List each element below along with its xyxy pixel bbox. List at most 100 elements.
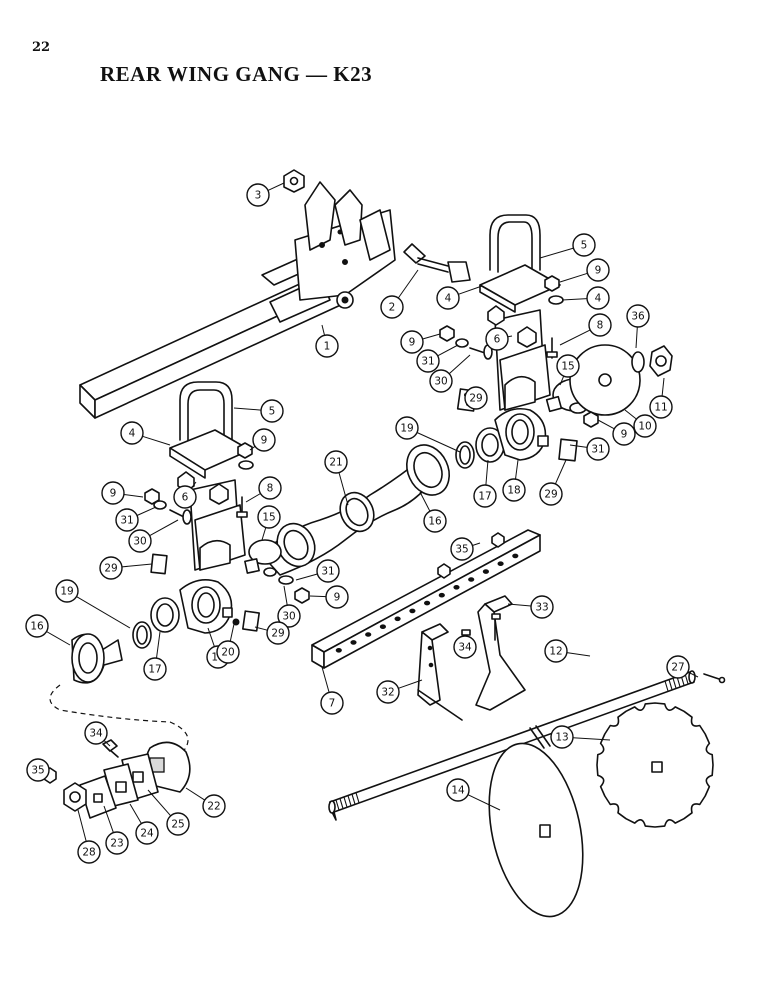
callout-number: 30	[282, 611, 295, 623]
callout-29: 29	[99, 556, 123, 580]
callout-16: 16	[25, 614, 49, 638]
callout-circle	[612, 422, 636, 446]
callout-number: 30	[133, 536, 146, 548]
callout-circle	[395, 416, 419, 440]
callout-number: 9	[110, 488, 117, 500]
callout-13: 13	[550, 725, 574, 749]
bar-hole	[438, 592, 445, 598]
callout-circle	[530, 595, 554, 619]
callout-circle	[429, 369, 453, 393]
callout-leader-18	[515, 459, 519, 480]
callout-circle	[257, 505, 281, 529]
callout-30: 30	[429, 369, 453, 393]
callout-circle	[105, 831, 129, 855]
callout-number: 21	[329, 457, 342, 469]
callout-circle	[277, 604, 301, 628]
standard-32	[417, 623, 463, 721]
callout-leader-34	[103, 740, 111, 747]
callout-19: 19	[55, 579, 79, 603]
callout-number: 31	[321, 566, 334, 578]
callout-11: 11	[649, 395, 673, 419]
callout-17: 17	[473, 484, 497, 508]
callout-number: 4	[595, 293, 602, 305]
callout-circle	[266, 621, 290, 645]
callout-circle	[25, 614, 49, 638]
callout-leader-16	[46, 631, 71, 646]
callout-circle	[115, 508, 139, 532]
callout-number: 14	[451, 785, 465, 797]
callout-leader-5	[233, 407, 262, 411]
callout-leader-32	[398, 679, 423, 689]
callout-leader-23	[103, 805, 114, 833]
callout-leader-20	[229, 623, 235, 642]
callout-circle	[649, 395, 673, 419]
callout-leader-30	[283, 585, 288, 606]
callout-number: 19	[60, 586, 73, 598]
pivot-bolt-2	[403, 243, 471, 283]
bar-hole	[365, 632, 372, 637]
callout-8: 8	[258, 476, 282, 500]
callout-leader-25	[147, 789, 172, 817]
callout-number: 9	[595, 265, 602, 277]
callout-circle	[473, 484, 497, 508]
tool-bar-holes	[335, 553, 519, 653]
callout-leader-19	[76, 596, 131, 629]
callout-9: 9	[586, 258, 610, 282]
callout-number: 34	[89, 728, 103, 740]
callout-circle	[99, 556, 123, 580]
callout-leader-17	[485, 459, 489, 486]
shaft-thread	[339, 797, 344, 810]
callout-number: 27	[671, 662, 684, 674]
callout-number: 29	[469, 393, 482, 405]
callout-30: 30	[128, 529, 152, 553]
callout-leader-10	[624, 409, 637, 420]
callout-34: 34	[453, 635, 477, 659]
plain-disc-14	[488, 742, 584, 918]
callout-number: 9	[621, 429, 628, 441]
shaft-thread	[672, 677, 677, 689]
callout-35: 35	[450, 537, 474, 561]
bearing-group-left	[132, 579, 260, 649]
callout-number: 15	[262, 512, 275, 524]
notched-disc-13	[596, 702, 714, 828]
callout-number: 20	[221, 647, 234, 659]
callout-leader-21	[338, 472, 349, 506]
callout-number: 4	[445, 293, 452, 305]
callout-12: 12	[544, 639, 568, 663]
callout-leader-30	[448, 354, 471, 375]
callout-circle	[556, 354, 580, 378]
callout-6: 6	[485, 327, 509, 351]
callout-29: 29	[464, 386, 488, 410]
callout-circle	[55, 579, 79, 603]
callout-9: 9	[325, 585, 349, 609]
callout-number: 34	[458, 642, 472, 654]
callout-15: 15	[556, 354, 580, 378]
callout-circle	[135, 821, 159, 845]
shaft-thread	[351, 793, 356, 805]
callout-number: 2	[389, 302, 396, 314]
callout-circle	[316, 559, 340, 583]
callout-34: 34	[84, 721, 108, 745]
callout-leader-36	[635, 326, 638, 349]
callout-24: 24	[135, 821, 159, 845]
callout-leader-15	[261, 527, 267, 541]
callout-number: 17	[478, 491, 491, 503]
callout-number: 11	[654, 402, 667, 414]
callout-number: 36	[631, 311, 645, 323]
callout-35: 35	[26, 758, 50, 782]
callout-circle	[101, 481, 125, 505]
callout-circle	[502, 478, 526, 502]
callout-circle	[143, 657, 167, 681]
callout-23: 23	[105, 831, 129, 855]
callout-number: 5	[269, 406, 276, 418]
callout-leader-4	[561, 298, 588, 301]
callout-4: 4	[586, 286, 610, 310]
callout-number: 31	[591, 444, 604, 456]
callout-circle	[84, 721, 108, 745]
callout-leader-5	[539, 247, 574, 259]
callout-9: 9	[101, 481, 125, 505]
callout-circle	[202, 794, 226, 818]
callout-circle	[260, 399, 284, 423]
callout-leader-17	[156, 631, 161, 659]
callout-leader-1	[321, 324, 325, 336]
